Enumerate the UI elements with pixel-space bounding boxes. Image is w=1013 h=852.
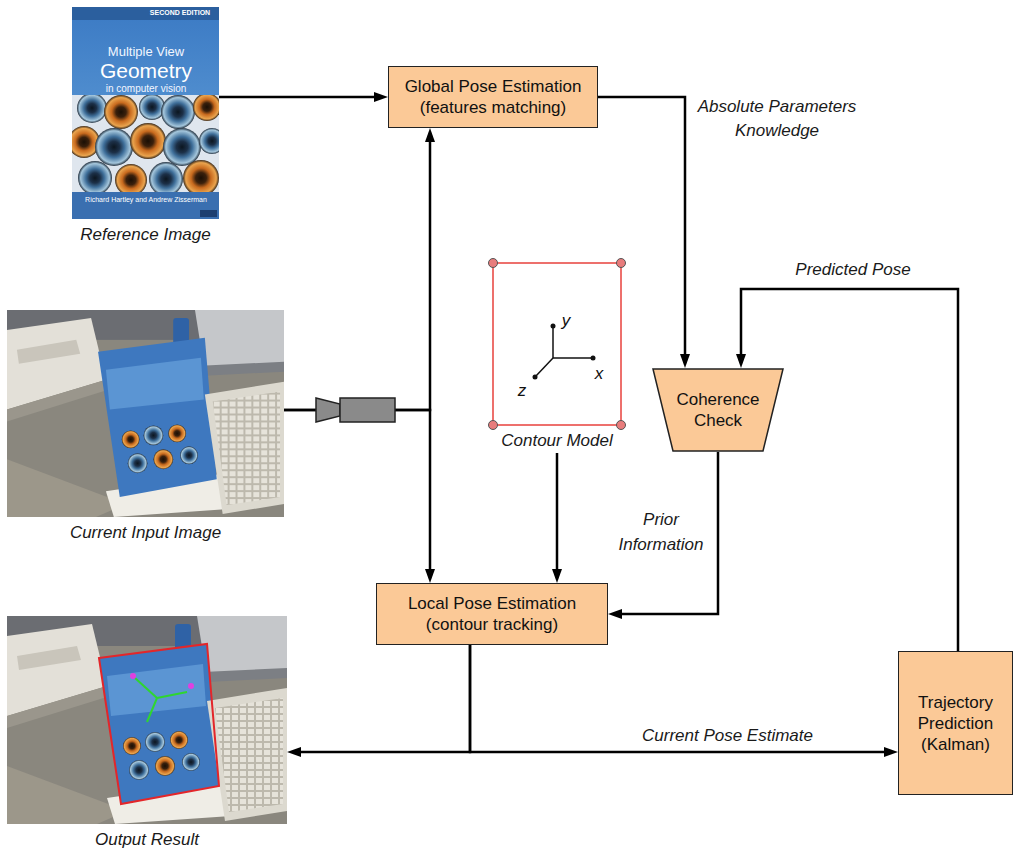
edge-label: Current Pose Estimate	[620, 725, 835, 746]
node-text: Global Pose Estimation (features matchin…	[397, 76, 589, 118]
axis-label: x	[595, 365, 604, 384]
trapezoid-outline	[652, 368, 784, 452]
connector	[556, 453, 559, 575]
process-box: Global Pose Estimation (features matchin…	[388, 66, 598, 128]
axis-label: y	[562, 312, 571, 331]
text-holder: Coherence Check	[668, 389, 768, 431]
iris-cluster	[139, 95, 165, 120]
iris-cluster	[72, 95, 219, 192]
node-text: Local Pose Estimation (contour tracking)	[385, 593, 599, 635]
node-text: Contour Model	[453, 430, 661, 451]
contour-model-figure	[489, 259, 626, 430]
camera-symbol	[340, 398, 395, 422]
axis-symbol	[535, 358, 553, 377]
trapezoid-shape	[653, 369, 783, 451]
contour-model-figure	[489, 421, 498, 430]
axis-symbol	[591, 356, 596, 361]
output-photo	[7, 616, 287, 824]
iris-cluster	[104, 95, 138, 129]
connector	[598, 97, 685, 360]
reference-cover	[72, 192, 219, 219]
contour-model-figure	[493, 263, 621, 425]
connector	[284, 136, 430, 410]
cover-title: Geometry	[100, 59, 192, 82]
reference-image: Reference Image	[72, 7, 219, 247]
node-text: Reference Image	[32, 224, 259, 245]
iris-cluster	[161, 95, 195, 129]
reference-cover	[72, 7, 219, 20]
iris-cluster	[199, 128, 219, 154]
camera-symbol	[316, 398, 395, 422]
tracked-contour	[99, 644, 219, 804]
node-text: Current Input Image	[0, 522, 324, 543]
process-box: Trajectory Prediction (Kalman)	[898, 651, 1013, 795]
axis-label: z	[518, 382, 527, 401]
connector	[470, 645, 890, 752]
iris-cluster	[78, 161, 112, 192]
connector	[284, 410, 430, 575]
connector	[219, 96, 380, 99]
contour-model-figure	[617, 259, 626, 268]
iris-cluster	[95, 128, 133, 166]
reference-cover	[68, 7, 225, 219]
output-photo	[7, 616, 287, 824]
cover-title: in computer vision	[106, 83, 187, 94]
iris-cluster	[193, 95, 219, 121]
iris-cluster	[130, 123, 166, 159]
caption-holder: Output Result	[0, 829, 327, 850]
node-text: Trajectory Prediction (Kalman)	[907, 692, 1004, 755]
reference-cover	[72, 95, 219, 192]
node-text: Output Result	[0, 829, 327, 850]
cover-text: SECOND EDITION	[150, 9, 210, 17]
connector	[741, 289, 958, 651]
pose-axes	[130, 673, 194, 722]
cover-author: Richard Hartley and Andrew Zisserman	[85, 196, 207, 204]
axis-symbol	[553, 357, 593, 359]
connector	[616, 452, 718, 614]
iris-cluster	[149, 162, 183, 192]
input-photo	[7, 310, 284, 517]
edge-label: Absolute Parameters Knowledge	[692, 95, 862, 143]
caption-holder: Contour Model	[453, 430, 661, 451]
contour-model-figure	[489, 259, 498, 268]
caption-holder: Reference Image	[32, 224, 259, 245]
pose-axes	[157, 692, 187, 698]
axis-symbol	[533, 324, 596, 380]
axis-symbol	[533, 375, 538, 380]
iris-cluster	[115, 164, 147, 192]
axis-symbol	[551, 324, 556, 329]
pose-axes	[147, 698, 157, 722]
input-photo	[7, 310, 284, 517]
connector	[295, 645, 470, 752]
node-text: Coherence Check	[668, 389, 768, 431]
check-trapezoid: Coherence Check	[652, 368, 784, 452]
iris-cluster	[163, 128, 201, 166]
pose-axes	[188, 683, 194, 689]
output-image: Output Result	[7, 616, 287, 852]
axis-symbol	[552, 326, 554, 358]
pose-axes	[135, 678, 157, 698]
edge-label: Prior Information	[606, 507, 716, 557]
contour-model: Contour Model	[493, 263, 621, 453]
iris-cluster	[72, 126, 100, 158]
iris-cluster	[183, 160, 219, 192]
caption-holder: Current Input Image	[0, 522, 324, 543]
input-image: Current Input Image	[7, 310, 284, 545]
reference-cover	[72, 7, 219, 219]
pose-axes	[130, 673, 136, 679]
cover-title: Multiple View	[108, 45, 184, 59]
reference-cover	[200, 210, 217, 217]
contour-model-figure	[617, 421, 626, 430]
edge-label: Predicted Pose	[778, 259, 928, 280]
process-box: Local Pose Estimation (contour tracking)	[376, 583, 608, 645]
camera-symbol	[316, 398, 340, 422]
iris-cluster	[77, 95, 107, 123]
